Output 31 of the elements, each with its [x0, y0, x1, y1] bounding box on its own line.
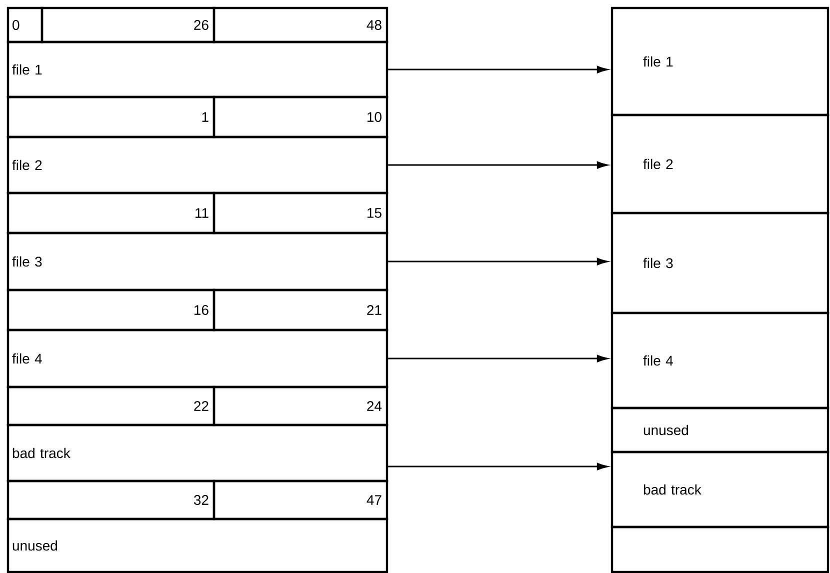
number-cell: 47 — [212, 480, 388, 520]
arrow — [388, 161, 608, 169]
number-cell: 22 — [6, 386, 216, 426]
number-cell: 11 — [6, 192, 216, 234]
number-cell: 21 — [212, 288, 388, 332]
file-cell: file 3 — [6, 232, 388, 292]
arrow — [388, 258, 608, 266]
arrow — [388, 66, 608, 74]
file-cell: file 1 — [6, 40, 388, 98]
number-cell: 32 — [6, 480, 216, 520]
number-cell: 1 — [6, 96, 216, 138]
file-cell: file 2 — [6, 136, 388, 194]
number-cell: 16 — [6, 288, 216, 332]
arrow — [388, 354, 608, 362]
arrow — [388, 462, 608, 470]
file-cell: bad track — [610, 450, 830, 528]
number-cell: 0 — [6, 6, 44, 44]
empty-cell — [610, 526, 830, 573]
file-cell: file 3 — [610, 212, 830, 314]
file-cell: file 4 — [6, 328, 388, 388]
file-cell: file 2 — [610, 114, 830, 214]
number-cell: 10 — [212, 96, 388, 138]
number-cell: 15 — [212, 192, 388, 234]
number-cell: 48 — [212, 6, 388, 44]
file-cell: bad track — [6, 424, 388, 482]
number-cell: 26 — [40, 6, 216, 44]
file-cell: unused — [6, 518, 388, 573]
number-cell: 24 — [212, 386, 388, 426]
file-cell: unused — [610, 406, 830, 454]
file-cell: file 1 — [610, 6, 830, 116]
file-cell: file 4 — [610, 312, 830, 410]
